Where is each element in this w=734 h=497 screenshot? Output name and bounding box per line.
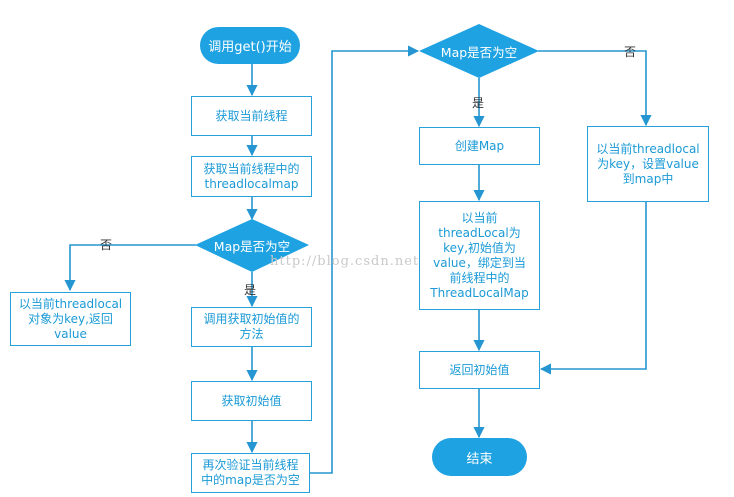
call-init-line1: 调用获取初始值的 — [203, 312, 300, 326]
init-map-line2: threadLocal为 — [438, 225, 521, 240]
set-value-box: 以当前threadlocal 为key，设置value 到map中 — [587, 126, 709, 202]
get-threadlocalmap-line2: threadlocalmap — [204, 176, 299, 191]
edge-label-no-2: 否 — [624, 45, 637, 59]
decision-2-label: Map是否为空 — [440, 44, 518, 60]
decision-diamond-1 — [195, 219, 309, 272]
recheck-line2: 中的map是否为空 — [201, 473, 300, 487]
edge-label-yes-1: 是 — [244, 283, 257, 297]
init-map-line1: 以当前 — [461, 210, 498, 225]
edge-recheck-to-decision2 — [310, 45, 420, 474]
recheck-line1: 再次验证当前线程 — [202, 458, 299, 472]
init-map-box: 以当前 threadLocal为 key,初始值为 value，绑定到当 前线程… — [419, 201, 540, 310]
get-threadlocalmap-line1: 获取当前线程中的 — [203, 161, 300, 176]
set-value-line3: 到map中 — [622, 171, 674, 186]
set-value-line2: 为key，设置value — [597, 156, 699, 171]
create-map-box: 创建Map — [419, 127, 540, 165]
get-current-thread-box: 获取当前线程 — [191, 96, 312, 136]
call-init-method-box: 调用获取初始值的 方法 — [191, 307, 312, 347]
get-threadlocalmap-box: 获取当前线程中的 threadlocalmap — [191, 156, 312, 197]
return-value-line1: 以当前threadlocal — [18, 296, 123, 311]
init-map-line5: 前线程中的 — [449, 270, 510, 285]
watermark: http://blog.csdn.net/ — [270, 254, 425, 269]
start-node: 调用get()开始 — [200, 27, 300, 64]
edge-label-yes-2: 是 — [472, 96, 485, 110]
return-init-value-box: 返回初始值 — [419, 351, 540, 389]
edge-label-no-1: 否 — [100, 238, 113, 252]
end-node: 结束 — [432, 438, 527, 476]
decision-1-label: Map是否为空 — [213, 238, 291, 254]
set-value-line1: 以当前threadlocal — [596, 141, 700, 156]
edge-decision1-no — [64, 244, 196, 292]
edge-set-to-return — [539, 202, 647, 375]
return-value-line3: value — [54, 326, 87, 341]
return-value-line2: 对象为key,返回 — [28, 311, 113, 326]
init-map-line4: value，绑定到当 — [433, 255, 526, 270]
get-init-value-box: 获取初始值 — [191, 381, 312, 421]
edge-decision2-no — [538, 50, 652, 127]
init-map-line6: ThreadLocalMap — [430, 285, 529, 300]
return-value-box: 以当前threadlocal 对象为key,返回 value — [10, 292, 131, 346]
init-map-line3: key,初始值为 — [443, 240, 516, 255]
recheck-map-box: 再次验证当前线程 中的map是否为空 — [191, 453, 310, 493]
call-init-line2: 方法 — [239, 327, 264, 341]
decision-diamond-2 — [419, 24, 539, 78]
